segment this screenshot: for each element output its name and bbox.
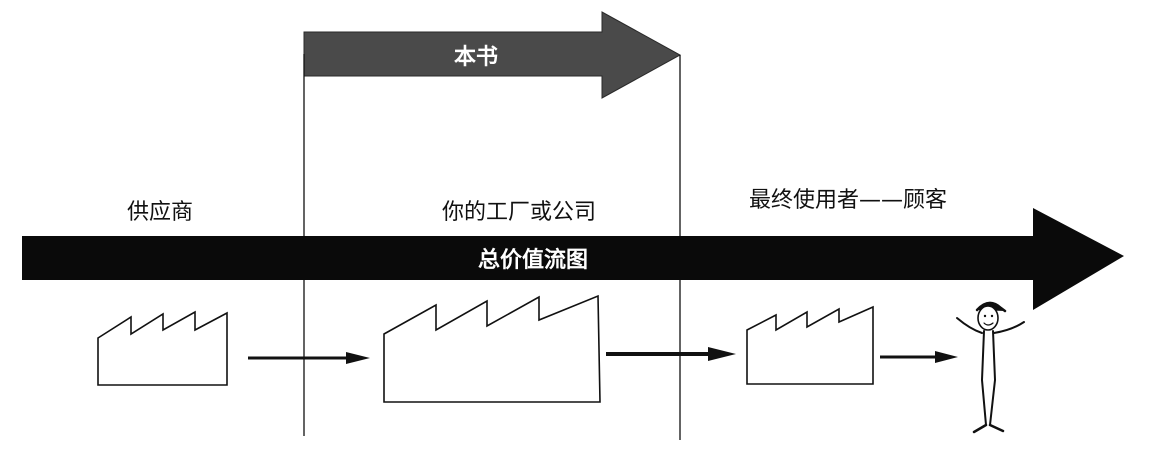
flow-arrow-to-customer <box>880 351 958 363</box>
book-scope-arrow-shape <box>303 11 682 99</box>
total-value-stream-label: 总价值流图 <box>478 247 588 273</box>
flow-arrow-supplier-to-company <box>248 352 370 364</box>
book-scope-arrow: 本书 <box>303 11 682 99</box>
book-scope-label: 本书 <box>454 45 498 70</box>
downstream-factory-icon <box>746 305 874 385</box>
customer-label: 最终使用者——顾客 <box>749 188 947 213</box>
company-factory-icon <box>383 294 601 403</box>
customer-figure-icon <box>956 301 1025 434</box>
total-value-stream-arrow: 总价值流图 <box>22 208 1124 310</box>
supplier-label: 供应商 <box>127 200 193 225</box>
total-value-stream-arrow-shape <box>22 208 1124 310</box>
flow-arrow-company-to-distributor <box>606 347 736 361</box>
supplier-factory-icon <box>97 310 228 386</box>
company-label: 你的工厂或公司 <box>442 200 596 225</box>
